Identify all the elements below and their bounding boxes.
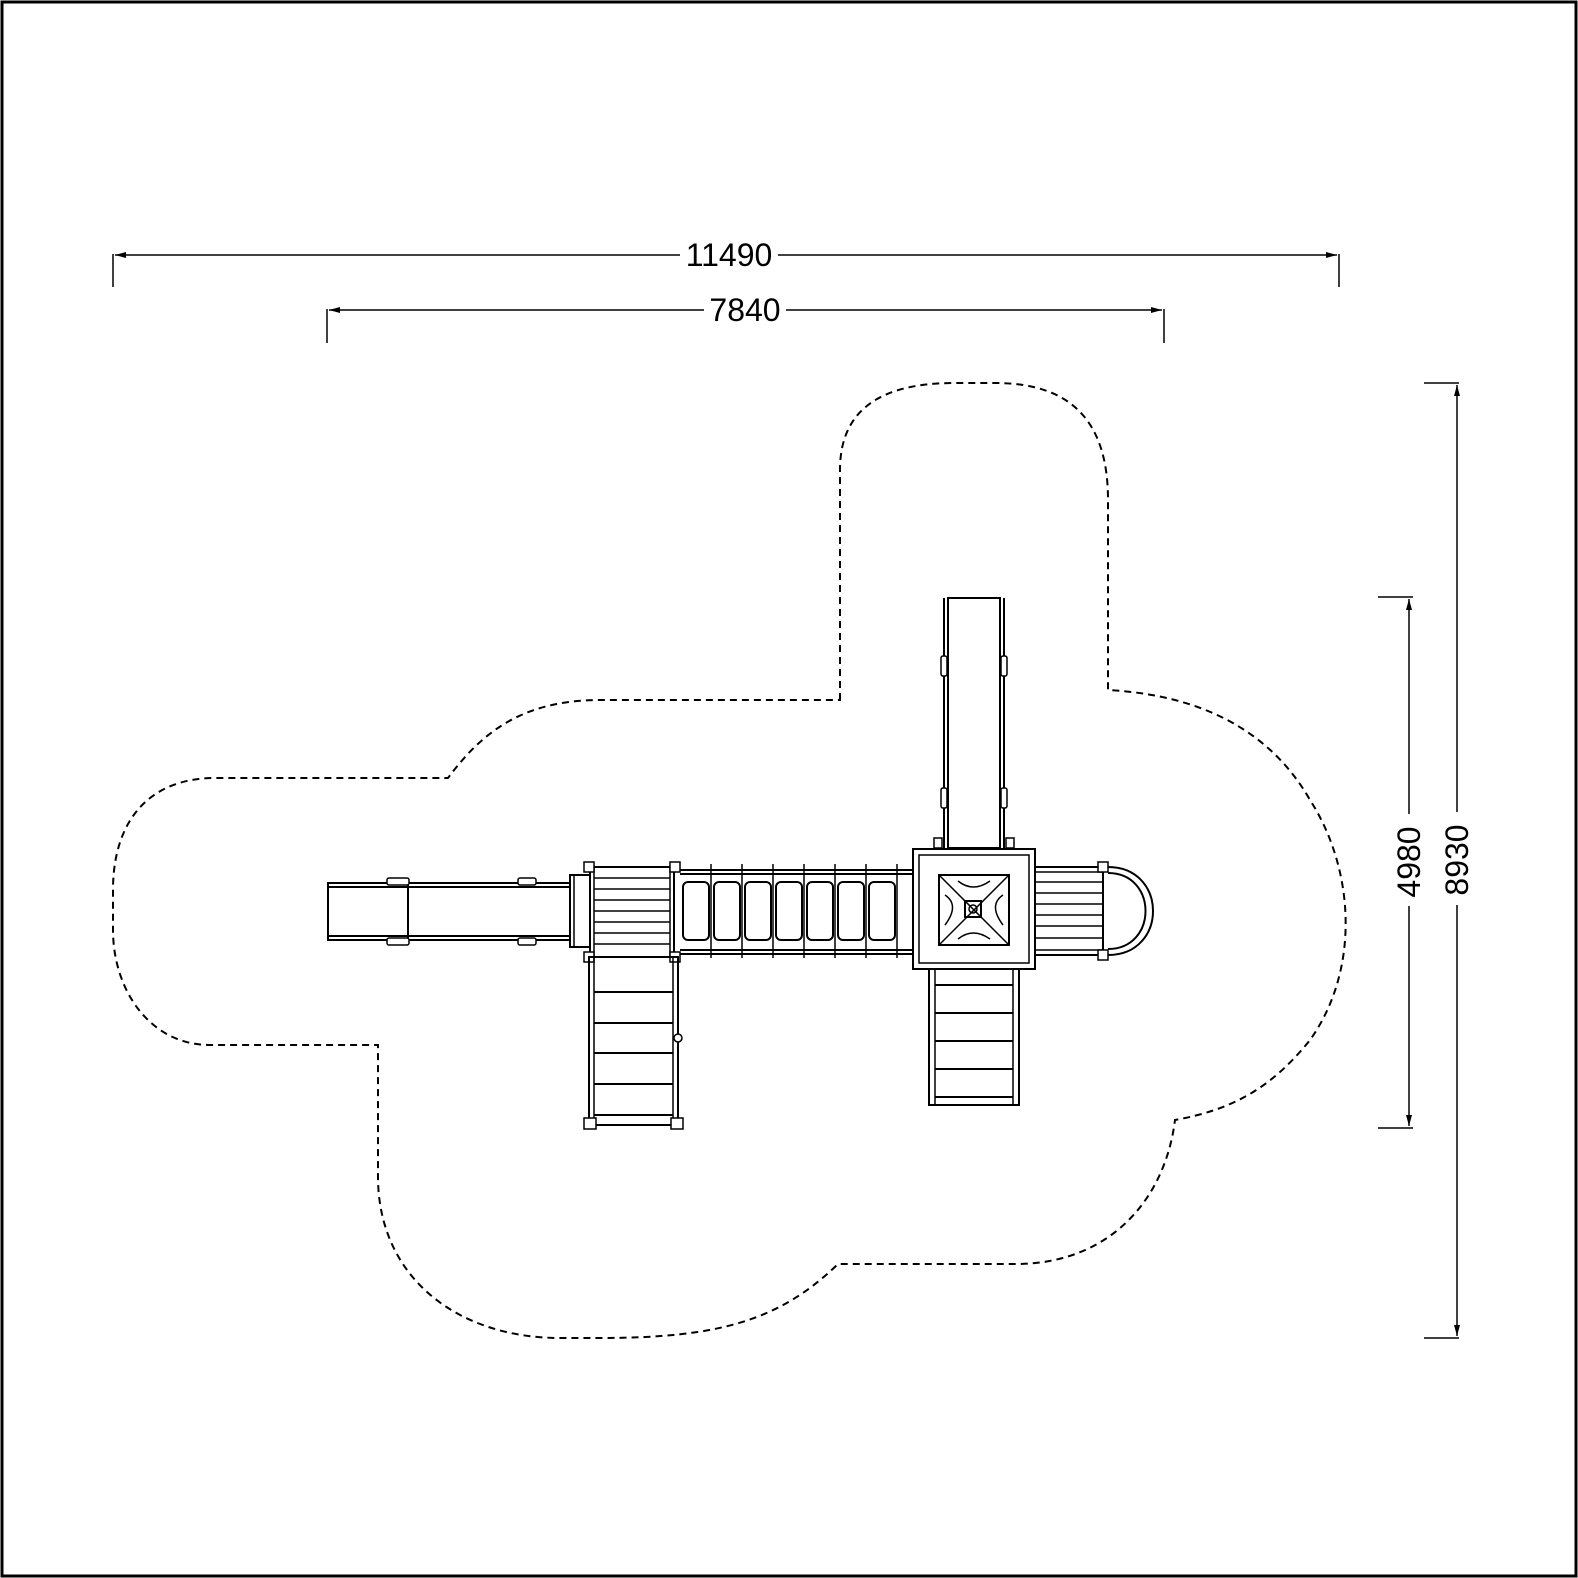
safety-zone-outline (112, 382, 1347, 1339)
dimension-equipment-depth: 4980 (1378, 596, 1427, 1129)
playground-equipment (327, 597, 1154, 1130)
main-tower-roof (912, 848, 1036, 970)
top-slide (933, 597, 1015, 849)
dimension-overall-depth: 8930 (1424, 382, 1475, 1339)
main-tower-ladder (928, 968, 1020, 1106)
left-slide (327, 874, 591, 948)
overall-depth-label: 8930 (1439, 824, 1475, 895)
right-curved-rail (1107, 866, 1154, 956)
equipment-depth-label: 4980 (1391, 826, 1427, 897)
dimension-overall-width: 11490 (112, 237, 1340, 287)
left-tower-deck (583, 861, 681, 963)
right-tower-deck (1034, 861, 1109, 961)
tire-bridge (680, 864, 913, 958)
dimension-equipment-width: 7840 (326, 292, 1165, 343)
overall-width-label: 11490 (686, 237, 773, 273)
equipment-width-label: 7840 (709, 292, 780, 328)
left-ladder (583, 956, 684, 1130)
